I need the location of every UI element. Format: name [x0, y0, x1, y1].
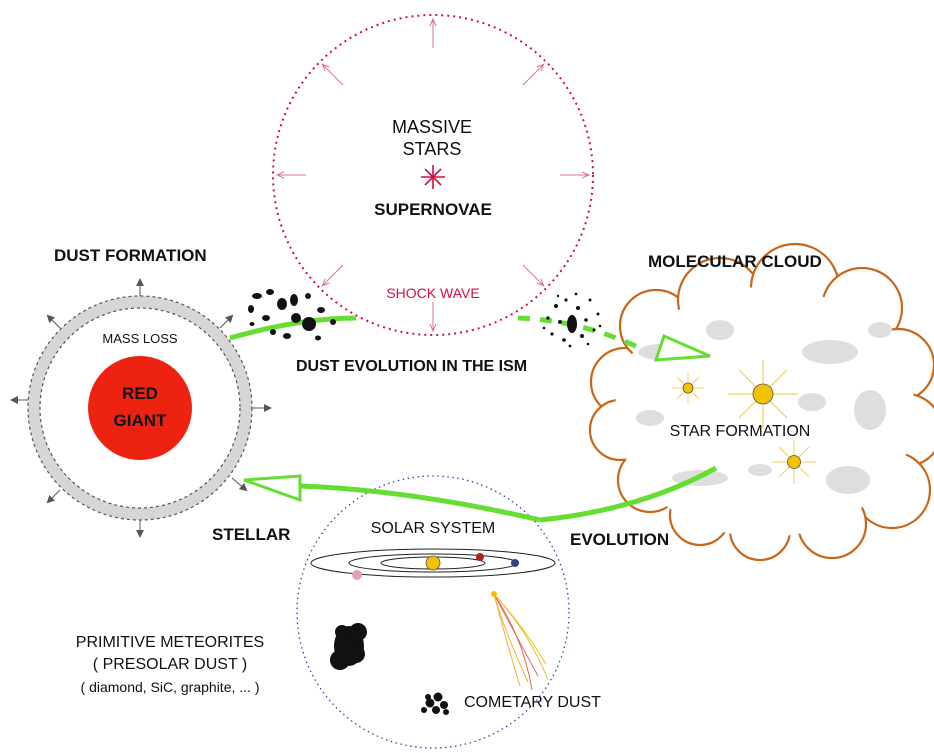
- meteorite-icon: [330, 623, 367, 670]
- mass-loss-label: MASS LOSS: [102, 331, 178, 346]
- supernova-shock-circle: [272, 14, 594, 336]
- planet-blue-icon: [511, 559, 519, 567]
- shock-wave-label: SHOCK WAVE: [386, 285, 480, 301]
- processed-dust-cluster: [542, 292, 602, 348]
- comet-icon: [491, 591, 549, 691]
- primitive-meteorites-label: PRIMITIVE METEORITES ( PRESOLAR DUST ) (…: [75, 634, 265, 695]
- dust-transport-arrow: [229, 315, 711, 362]
- solar-system-circle: [296, 475, 570, 749]
- young-star-large-icon: [728, 360, 798, 428]
- solar-system-label: SOLAR SYSTEM: [370, 520, 496, 537]
- young-star-small-icon: [672, 372, 704, 404]
- cometary-dust-label: COMETARY DUST: [464, 694, 601, 711]
- supernova-star-icon: [421, 165, 445, 189]
- planet-red-icon: [476, 553, 484, 561]
- evolution-label: EVOLUTION: [570, 530, 670, 549]
- dust-formation-label: DUST FORMATION: [54, 246, 207, 265]
- red-giant-label: RED GIANT: [113, 384, 167, 430]
- massive-stars-label: MASSIVE STARS: [391, 117, 473, 159]
- sun-icon: [425, 555, 441, 571]
- ism-evolution-label: DUST EVOLUTION IN THE ISM: [296, 358, 528, 375]
- molecular-cloud-label: MOLECULAR CLOUD: [648, 252, 822, 271]
- young-star-medium-icon: [772, 440, 816, 484]
- star-formation-label: STAR FORMATION: [669, 423, 811, 440]
- red-giant-system: [10, 278, 272, 538]
- stellar-label: STELLAR: [212, 525, 291, 544]
- red-giant-star: [88, 356, 192, 460]
- planet-pink-icon: [352, 570, 362, 580]
- stellar-evolution-arrow: [243, 465, 718, 523]
- cometary-dust-icon: [421, 692, 449, 715]
- dust-grains-cluster: [248, 289, 336, 341]
- supernovae-label: SUPERNOVAE: [374, 200, 492, 219]
- molecular-cloud: [588, 242, 934, 562]
